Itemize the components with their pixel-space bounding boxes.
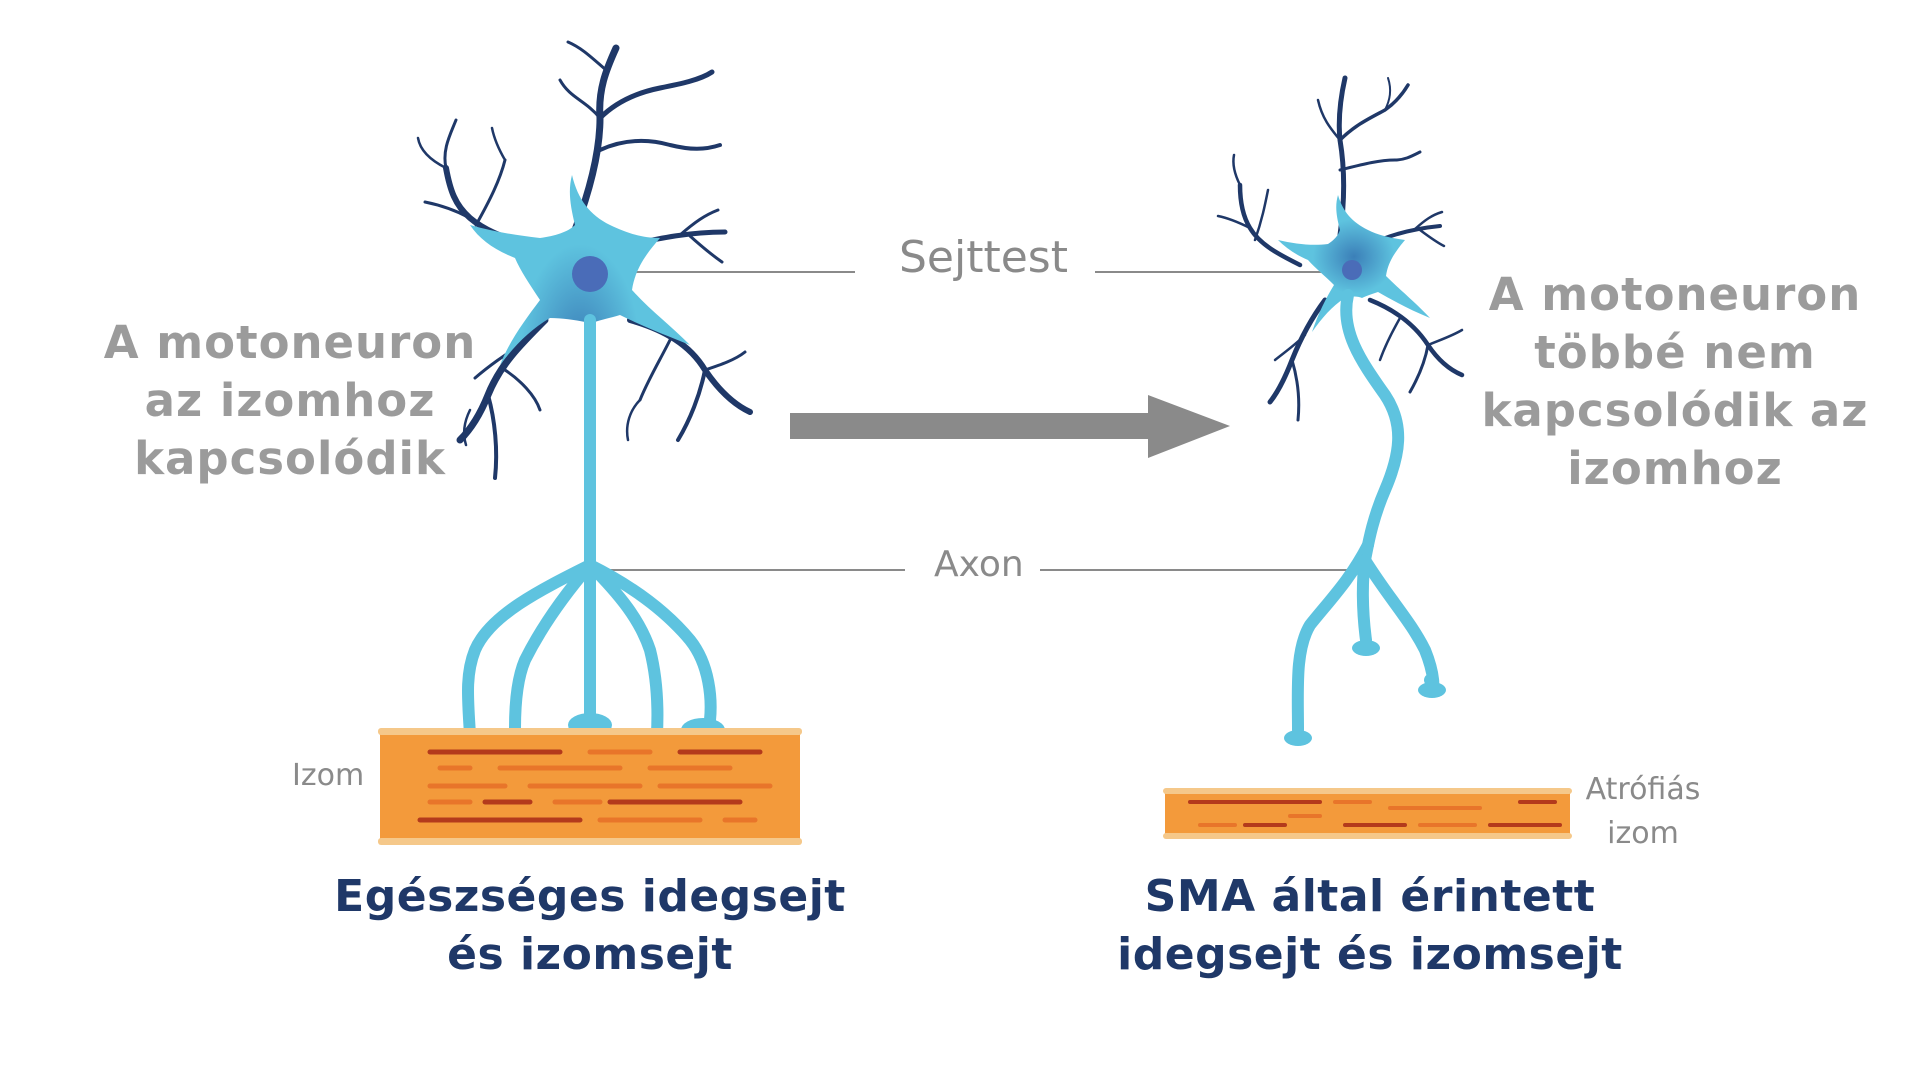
healthy-cell-body [470,175,690,560]
left-heading: A motoneuron az izomhoz kapcsolódik [95,314,485,488]
atrophic-muscle [1163,788,1572,839]
left-caption-line-2: és izomsejt [447,929,733,980]
right-heading-line-2: többé nem [1534,326,1816,379]
left-heading-line-3: kapcsolódik [134,432,446,485]
healthy-muscle [378,728,802,845]
right-heading: A motoneuron többé nem kapcsolódik az iz… [1480,266,1870,498]
left-caption-line-1: Egészséges idegsejt [334,871,846,922]
healthy-dendrites [416,40,753,480]
cell-body-label: Sejttest [893,232,1074,283]
sma-neuron [1216,75,1465,746]
atrophic-muscle-label: Atrófiás izom [1578,768,1708,856]
right-heading-line-4: izomhoz [1567,442,1783,495]
right-caption-line-1: SMA által érintett [1144,871,1596,922]
left-caption: Egészséges idegsejt és izomsejt [330,868,850,984]
transition-arrow [790,395,1230,458]
pointer-lines [590,271,1355,571]
right-heading-line-3: kapcsolódik az [1481,384,1869,437]
sma-nucleus [1342,260,1362,280]
atrophic-muscle-label-line-1: Atrófiás [1585,772,1701,807]
muscle-label: Izom [292,758,365,793]
healthy-nucleus [572,256,608,292]
left-heading-line-1: A motoneuron [103,316,477,369]
right-caption: SMA által érintett idegsejt és izomsejt [1100,868,1640,984]
left-heading-line-2: az izomhoz [144,374,436,427]
sma-axon-terminals [1284,640,1446,746]
sma-axon [1291,289,1440,736]
atrophic-muscle-label-line-2: izom [1607,816,1679,851]
right-caption-line-2: idegsejt és izomsejt [1117,929,1623,980]
right-heading-line-1: A motoneuron [1488,268,1862,321]
axon-label: Axon [930,544,1028,585]
